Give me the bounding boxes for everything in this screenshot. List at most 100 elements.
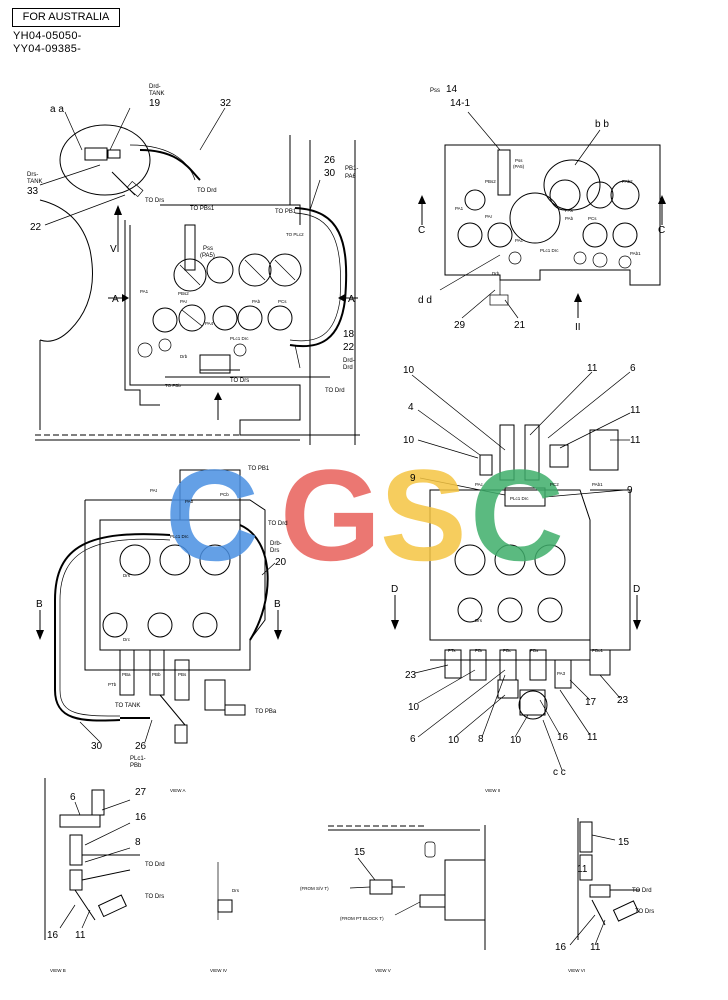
label-pb1: PB1- xyxy=(345,166,358,172)
callout-8: 8 xyxy=(478,734,484,745)
label-ptb-l: PTb xyxy=(108,682,117,687)
port-pab: PAb xyxy=(252,299,261,304)
label-drb-drs-1: Drb- xyxy=(270,541,282,547)
callout-cc: c c xyxy=(553,767,566,778)
port-pcs: PCs xyxy=(278,299,287,304)
callout-numbers: a a 19 32 33 22 26 30 18 22 14 14-1 b b … xyxy=(27,84,641,953)
serial-range-1: YH04-05050- xyxy=(13,30,82,42)
arrow-label-a-left: A xyxy=(112,294,119,305)
top-right-view xyxy=(418,111,666,319)
label-pbs2-r: PBs2 xyxy=(485,179,496,184)
callout-14: 14 xyxy=(446,84,458,95)
callout-26: 26 xyxy=(324,155,336,166)
caption-view-ii: VIEW II xyxy=(485,788,500,793)
label-drb-drs-2: Drs xyxy=(270,548,279,554)
label-drb: Drb xyxy=(180,354,188,359)
caption-view-a: VIEW A xyxy=(170,788,186,793)
callout-33: 33 xyxy=(27,186,39,197)
label-drc-l: Drc xyxy=(123,637,131,642)
label-drb-r: Drb xyxy=(492,271,500,276)
caption-view-vi: VIEW VI xyxy=(568,968,585,973)
view-callout-27: 27 xyxy=(135,787,147,798)
callout-23a: 23 xyxy=(405,670,417,681)
callout-29: 29 xyxy=(454,320,466,331)
label-from-pt: (FROM PT BLOCK T) xyxy=(340,916,384,921)
view-callout-16b: 16 xyxy=(47,930,59,941)
callout-9b: 9 xyxy=(627,485,633,496)
callout-10e: 10 xyxy=(510,735,522,746)
view-callout-15b: 15 xyxy=(618,837,630,848)
callout-11d: 11 xyxy=(587,732,598,743)
middle-right-view xyxy=(391,371,641,771)
label-to-drs-v: TO Drs xyxy=(145,894,164,900)
arrow-label-c-left: C xyxy=(418,225,425,236)
label-drd-tank-1: Drd- xyxy=(149,84,161,90)
caption-view-iv: VIEW IV xyxy=(210,968,227,973)
label-pbr-m: PBr xyxy=(475,648,483,653)
caption-view-b: VIEW B xyxy=(50,968,66,973)
small-labels: Drd- TANK Drs- TANK TO Drd TO Drs TO PBs… xyxy=(27,84,654,973)
label-pas-r: PAs xyxy=(565,208,574,213)
label-from-sv: (FROM S/V T) xyxy=(300,886,329,891)
label-to-drd-r: TO Drd xyxy=(632,888,652,894)
label-pa3-m: PA3 xyxy=(557,671,566,676)
watermark: C G S C xyxy=(165,442,564,588)
callout-30: 30 xyxy=(324,168,336,179)
callout-11c: 11 xyxy=(630,435,641,446)
label-plc1-r: PLc1 Drc xyxy=(540,248,559,253)
label-plc2: TO PLc2 xyxy=(286,232,304,237)
callout-bb: b b xyxy=(595,119,609,130)
view-callout-16: 16 xyxy=(135,812,147,823)
callout-21: 21 xyxy=(514,320,526,331)
label-drs-v: Drs xyxy=(232,888,240,893)
callout-4: 4 xyxy=(408,402,414,413)
callout-11a: 11 xyxy=(587,363,598,374)
label-to-drd: TO Drd xyxy=(197,188,217,194)
label-to-drs2: TO Drs xyxy=(230,378,249,384)
label-plc1drc-m: PLc1 Drc xyxy=(510,496,529,501)
label-par-r: PAr xyxy=(485,214,493,219)
callout-19: 19 xyxy=(149,98,161,109)
arrow-label-d-right: D xyxy=(633,584,640,595)
arrow-label-b-left: B xyxy=(36,599,43,610)
label-to-pba: TO PBa xyxy=(255,709,277,715)
label-pcs-r: PCs xyxy=(588,216,597,221)
label-drs-m: Drs xyxy=(475,618,483,623)
label-plc1drc-l: PLc1 Drc xyxy=(170,534,189,539)
label-drs: Drd xyxy=(343,365,353,371)
callout-26b: 26 xyxy=(135,741,147,752)
port-pbs2: PBs2 xyxy=(178,291,189,296)
callout-9a: 9 xyxy=(410,473,416,484)
callout-11b: 11 xyxy=(630,405,641,416)
label-pab1-r: PAb1 xyxy=(630,251,641,256)
label-drs-tank-2: TANK xyxy=(27,179,43,185)
label-to-drd-m: TO Drd xyxy=(268,521,288,527)
arrow-label-ii: II xyxy=(575,322,581,333)
label-to-drd-v: TO Drd xyxy=(145,862,165,868)
callout-10b: 10 xyxy=(403,435,415,446)
label-pac-r: PAc xyxy=(515,238,524,243)
callout-dd: d d xyxy=(418,295,432,306)
watermark-letter-s: S xyxy=(380,442,467,588)
label-pc2-m: PC2 xyxy=(550,482,559,487)
label-pss-pa5-b: (PA5) xyxy=(513,164,525,169)
view-callout-11b: 11 xyxy=(577,864,588,875)
label-to-pb1-m: TO PB1 xyxy=(248,466,270,472)
view-callout-11c: 11 xyxy=(590,942,601,953)
label-pab2-r: PAb2 xyxy=(622,179,633,184)
watermark-letter-c1: C xyxy=(165,442,259,588)
label-pab1-m: PAb1 xyxy=(592,482,603,487)
label-pcb-ml: PCb xyxy=(220,492,229,497)
callout-22: 22 xyxy=(30,222,42,233)
label-plc1-drc: PLc1 Drc xyxy=(230,336,249,341)
serial-range-2: YY04-09385- xyxy=(13,43,82,55)
middle-left-view xyxy=(36,469,282,744)
label-plc1-1: PLc1- xyxy=(130,756,146,762)
view-callout-8: 8 xyxy=(135,837,141,848)
top-left-view xyxy=(35,107,360,445)
label-pa6: PA6 xyxy=(345,174,357,180)
label-to-tank: TO TANK xyxy=(115,703,140,709)
label-pa5: (PA5) xyxy=(200,253,215,259)
label-pss-pa5-a: Pss xyxy=(515,158,523,163)
